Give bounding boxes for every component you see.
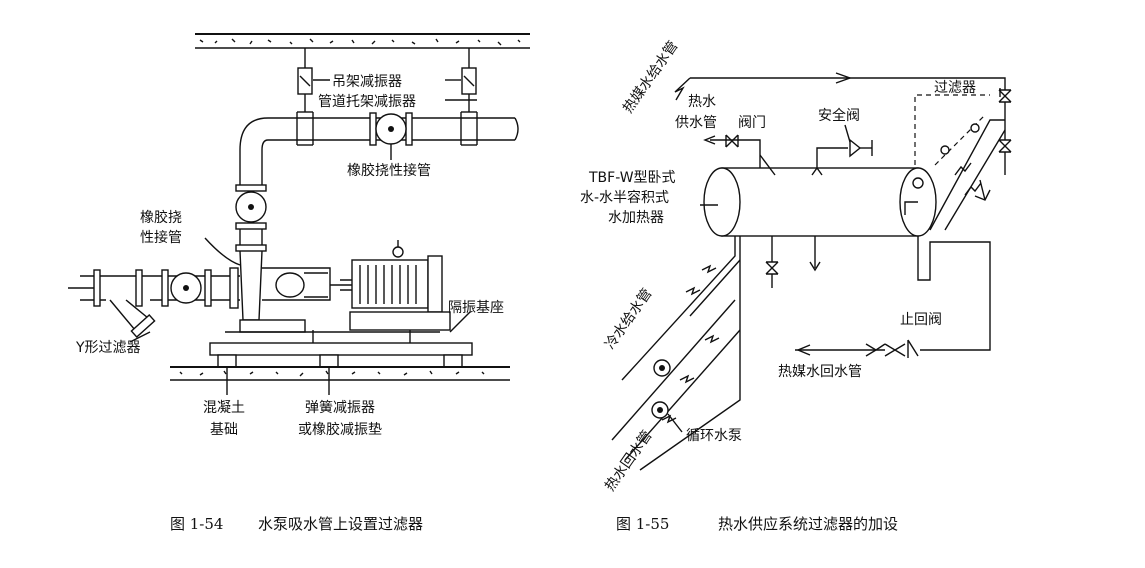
label-valve: 阀门: [738, 115, 766, 131]
label-y-filter: Y形过滤器: [75, 340, 141, 356]
label-concrete-1: 混凝土: [203, 400, 245, 416]
label-hot-water-supply-2: 供水管: [675, 115, 717, 131]
hot-water-return-pipe: [611, 236, 741, 471]
hanger-damper-left: [296, 48, 314, 146]
label-cold-water-supply: 冷水给水管: [602, 286, 655, 353]
hot-water-supply-pipe: [703, 134, 776, 176]
filter-assembly: [904, 94, 1006, 231]
leader-lines-right: [700, 88, 1001, 206]
label-heat-medium-return: 热媒水回水管: [778, 364, 862, 380]
motor: [340, 240, 443, 313]
figure-pump-suction: 吊架减振器 管道托架减振器 橡胶挠性接管 橡胶挠 性接管 Y形过滤器 隔振基座 …: [68, 33, 530, 533]
heat-medium-supply-pipe: [674, 72, 1012, 175]
concrete-foundation: [170, 366, 510, 381]
caption-text-left: 水泵吸水管上设置过滤器: [258, 515, 423, 533]
label-heater-2: 水-水半容积式: [580, 189, 669, 206]
safety-valve: [811, 138, 873, 176]
hanger-damper-right: [460, 48, 478, 146]
label-heater-1: TBF-W型卧式: [588, 170, 676, 186]
discharge-pipe: [239, 112, 519, 185]
cold-water-supply-pipe: [621, 236, 741, 381]
label-circulation-pump: 循环水泵: [686, 428, 742, 444]
ceiling-slab: [195, 33, 530, 49]
leader-lines-left: [129, 79, 477, 395]
pump: [239, 250, 352, 321]
caption-text-right: 热水供应系统过滤器的加设: [718, 515, 898, 533]
caption-number-right: 图 1-55: [616, 515, 669, 533]
label-check-valve: 止回阀: [900, 312, 942, 328]
figure-hot-water-system: 热媒水给水管 热水 供水管 阀门 安全阀 过滤器 TBF-W型卧式 水-水半容积…: [580, 38, 1012, 533]
label-rubber-joint-left-1: 橡胶挠: [140, 209, 182, 226]
label-hanger-damper: 吊架减振器: [332, 74, 402, 90]
drain-valve: [765, 236, 821, 288]
label-heater-3: 水加热器: [608, 210, 664, 226]
isolation-base: [209, 311, 473, 356]
label-pipe-support-damper: 管道托架减振器: [318, 94, 416, 110]
label-spring-damper-2: 或橡胶减振垫: [298, 421, 382, 438]
label-rubber-joint-left-2: 性接管: [140, 229, 182, 246]
spring-dampers: [217, 354, 463, 368]
label-concrete-2: 基础: [210, 421, 238, 438]
vertical-pipe-joint: [235, 184, 267, 252]
circulation-pumps: [651, 359, 683, 433]
label-rubber-joint-top: 橡胶挠性接管: [347, 162, 431, 179]
water-heater: [703, 167, 937, 237]
label-hot-water-supply-1: 热水: [688, 94, 716, 110]
suction-line: [68, 267, 240, 338]
label-heat-medium-supply: 热媒水给水管: [620, 38, 681, 116]
label-hot-water-return: 热水回水管: [602, 428, 655, 495]
label-isolation-base: 隔振基座: [448, 299, 504, 316]
label-safety-valve: 安全阀: [818, 107, 860, 124]
caption-number-left: 图 1-54: [170, 515, 223, 533]
label-filter: 过滤器: [934, 80, 976, 96]
label-spring-damper-1: 弹簧减振器: [305, 400, 375, 416]
heat-medium-return: [795, 236, 991, 358]
